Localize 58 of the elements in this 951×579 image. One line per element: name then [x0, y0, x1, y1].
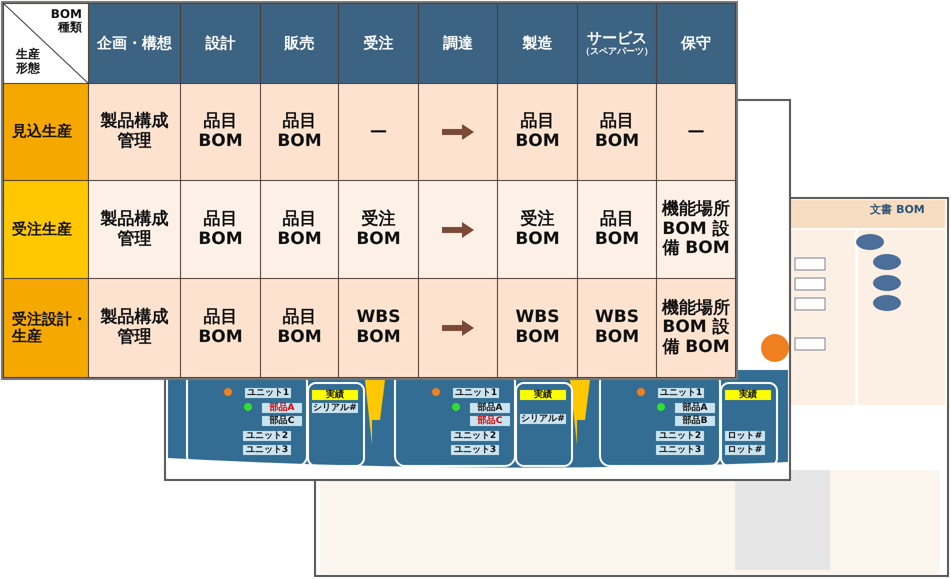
header-text: サービス: [587, 30, 647, 47]
table-cell: 品目 BOM: [577, 83, 657, 181]
part-label: シリアル#: [312, 403, 358, 413]
unit-label: ユニット1: [245, 388, 291, 398]
part-label: ロット#: [725, 445, 765, 455]
table-cell: 受注 BOM: [338, 180, 419, 279]
table-cell: 品目 BOM: [180, 278, 261, 378]
part-label: 部品A: [675, 403, 715, 413]
table-cell: —: [338, 83, 419, 181]
table-cell: 品目 BOM: [180, 83, 261, 181]
part-label: 部品C: [262, 416, 302, 426]
part-label: 部品A: [470, 403, 510, 413]
header-subtext: （スペアパーツ）: [581, 46, 653, 58]
unit-label: ユニット2: [243, 431, 291, 441]
column-header: 販売: [260, 3, 339, 84]
table-cell: 品目 BOM: [577, 180, 657, 279]
column-header: 保守: [656, 3, 736, 84]
column-header: 設計: [180, 3, 261, 84]
table-cell: WBS BOM: [497, 278, 578, 378]
table-cell: 品目 BOM: [260, 83, 339, 181]
table-cell: WBS BOM: [577, 278, 657, 378]
unit-label: ユニット3: [656, 445, 704, 455]
unit-label: ユニット2: [656, 431, 704, 441]
table-cell: WBS BOM: [338, 278, 419, 378]
row-header: 受注設計・生産: [3, 278, 89, 378]
column-header: 製造: [497, 3, 578, 84]
result-label: 実績: [520, 390, 566, 400]
table-cell: 製品構成管理: [88, 83, 181, 181]
table-cell: 品目 BOM: [260, 278, 339, 378]
table-cell: 機能場所 BOM 設備 BOM: [656, 278, 736, 378]
unit-label: ユニット1: [453, 388, 499, 398]
row-header: 受注生産: [3, 180, 89, 279]
unit-label: ユニット3: [243, 445, 291, 455]
column-header: 企画・構想: [88, 3, 181, 84]
column-heading: 文書 BOM: [869, 205, 926, 215]
part-label: 部品A: [262, 403, 302, 413]
table-cell: 製品構成管理: [88, 180, 181, 279]
row-header: 見込生産: [3, 83, 89, 181]
corner-label: 生産形態: [16, 47, 41, 75]
unit-label: ユニット1: [658, 388, 704, 398]
table-cell: 製品構成管理: [88, 278, 181, 378]
part-label: シリアル#: [520, 414, 566, 424]
column-header: 受注: [338, 3, 419, 84]
result-label: 実績: [312, 390, 358, 400]
part-label: ロット#: [725, 431, 765, 441]
part-label: 部品C: [470, 416, 510, 426]
table-cell: 品目 BOM: [180, 180, 261, 279]
table-cell: —: [656, 83, 736, 181]
table-cell: 品目 BOM: [497, 83, 578, 181]
table-cell: 機能場所 BOM 設備 BOM: [656, 180, 736, 279]
table-cell: 品目 BOM: [260, 180, 339, 279]
unit-label: ユニット2: [451, 431, 499, 441]
result-label: 実績: [725, 390, 771, 400]
unit-label: ユニット3: [451, 445, 499, 455]
part-label: 部品B: [675, 416, 715, 426]
column-header: 調達: [418, 3, 498, 84]
table-cell: 受注 BOM: [497, 180, 578, 279]
corner-label: BOM 種類: [50, 8, 82, 34]
